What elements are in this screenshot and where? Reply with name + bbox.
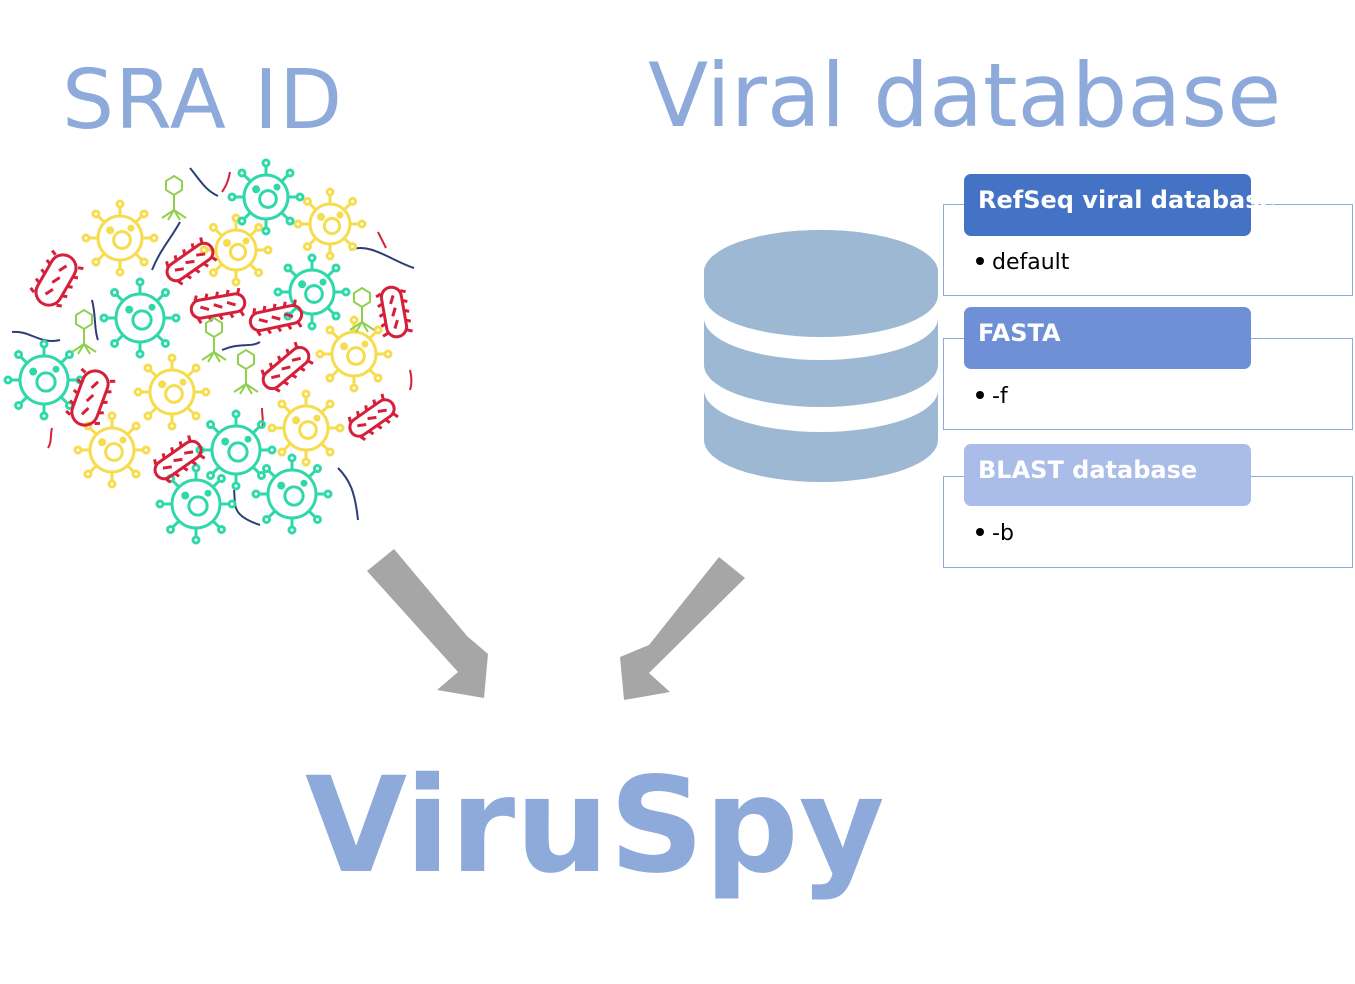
bullet-icon bbox=[976, 391, 984, 399]
viral-database-title: Viral database bbox=[648, 44, 1282, 147]
bacterium-icon bbox=[260, 341, 314, 393]
blast-option-header: BLAST database bbox=[964, 444, 1251, 506]
virus-teal-icon bbox=[227, 158, 305, 236]
virus-yellow-icon bbox=[81, 199, 159, 277]
bullet-icon bbox=[976, 528, 984, 536]
dna-strand-icon bbox=[349, 247, 415, 269]
database-cylinder-icon bbox=[704, 230, 938, 482]
virus-teal-icon bbox=[195, 409, 277, 491]
refseq-option-value-text: default bbox=[992, 250, 1070, 275]
virus-teal-icon bbox=[155, 463, 237, 545]
fasta-option-value-text: -f bbox=[992, 384, 1008, 409]
fasta-option-value: -f bbox=[976, 384, 1008, 409]
phage-icon bbox=[71, 308, 97, 355]
phage-icon bbox=[349, 286, 375, 333]
virus-teal-icon bbox=[251, 453, 333, 535]
dna-strand-icon bbox=[189, 167, 219, 197]
dna-strand-icon bbox=[337, 467, 359, 521]
dna-strand-icon bbox=[11, 330, 61, 343]
arrow-down-left-icon bbox=[620, 557, 745, 700]
microbe-cluster-icon bbox=[3, 158, 415, 545]
rna-strand-icon bbox=[221, 171, 231, 193]
phage-icon bbox=[233, 348, 259, 395]
bacterium-icon bbox=[165, 237, 218, 286]
virus-teal-icon bbox=[99, 277, 181, 359]
phage-icon bbox=[161, 174, 187, 221]
bullet-icon bbox=[976, 257, 984, 265]
arrow-down-right-icon bbox=[367, 549, 488, 698]
dna-strand-icon bbox=[91, 299, 99, 341]
virus-teal-icon bbox=[3, 339, 85, 421]
virus-yellow-icon bbox=[267, 389, 345, 467]
bacterium-icon bbox=[189, 287, 247, 324]
refseq-option-value: default bbox=[976, 250, 1069, 275]
rna-strand-icon bbox=[409, 369, 413, 391]
rna-strand-icon bbox=[47, 427, 53, 449]
virus-teal-icon bbox=[273, 253, 351, 331]
bacterium-icon bbox=[375, 285, 413, 339]
sra-id-title: SRA ID bbox=[62, 53, 344, 148]
virus-yellow-icon bbox=[73, 411, 151, 489]
dna-strand-icon bbox=[221, 341, 261, 351]
rna-strand-icon bbox=[377, 231, 387, 249]
virus-yellow-icon bbox=[199, 213, 273, 287]
virus-yellow-icon bbox=[315, 315, 393, 393]
bacterium-icon bbox=[65, 367, 116, 427]
dna-strand-icon bbox=[151, 221, 181, 271]
bacterium-icon bbox=[347, 393, 399, 442]
virus-yellow-icon bbox=[133, 353, 211, 431]
virus-yellow-icon bbox=[293, 187, 367, 261]
refseq-option-header: RefSeq viral database bbox=[964, 174, 1276, 236]
blast-option-value: -b bbox=[976, 521, 1014, 546]
bacterium-icon bbox=[153, 435, 206, 484]
viruspy-title: ViruSpy bbox=[305, 749, 885, 903]
fasta-option-header: FASTA bbox=[964, 307, 1251, 369]
blast-option-value-text: -b bbox=[992, 521, 1014, 546]
phage-icon bbox=[201, 316, 227, 363]
bacterium-icon bbox=[29, 249, 84, 308]
rna-strand-icon bbox=[261, 407, 264, 429]
dna-strand-icon bbox=[233, 489, 261, 526]
bacterium-icon bbox=[248, 299, 304, 337]
